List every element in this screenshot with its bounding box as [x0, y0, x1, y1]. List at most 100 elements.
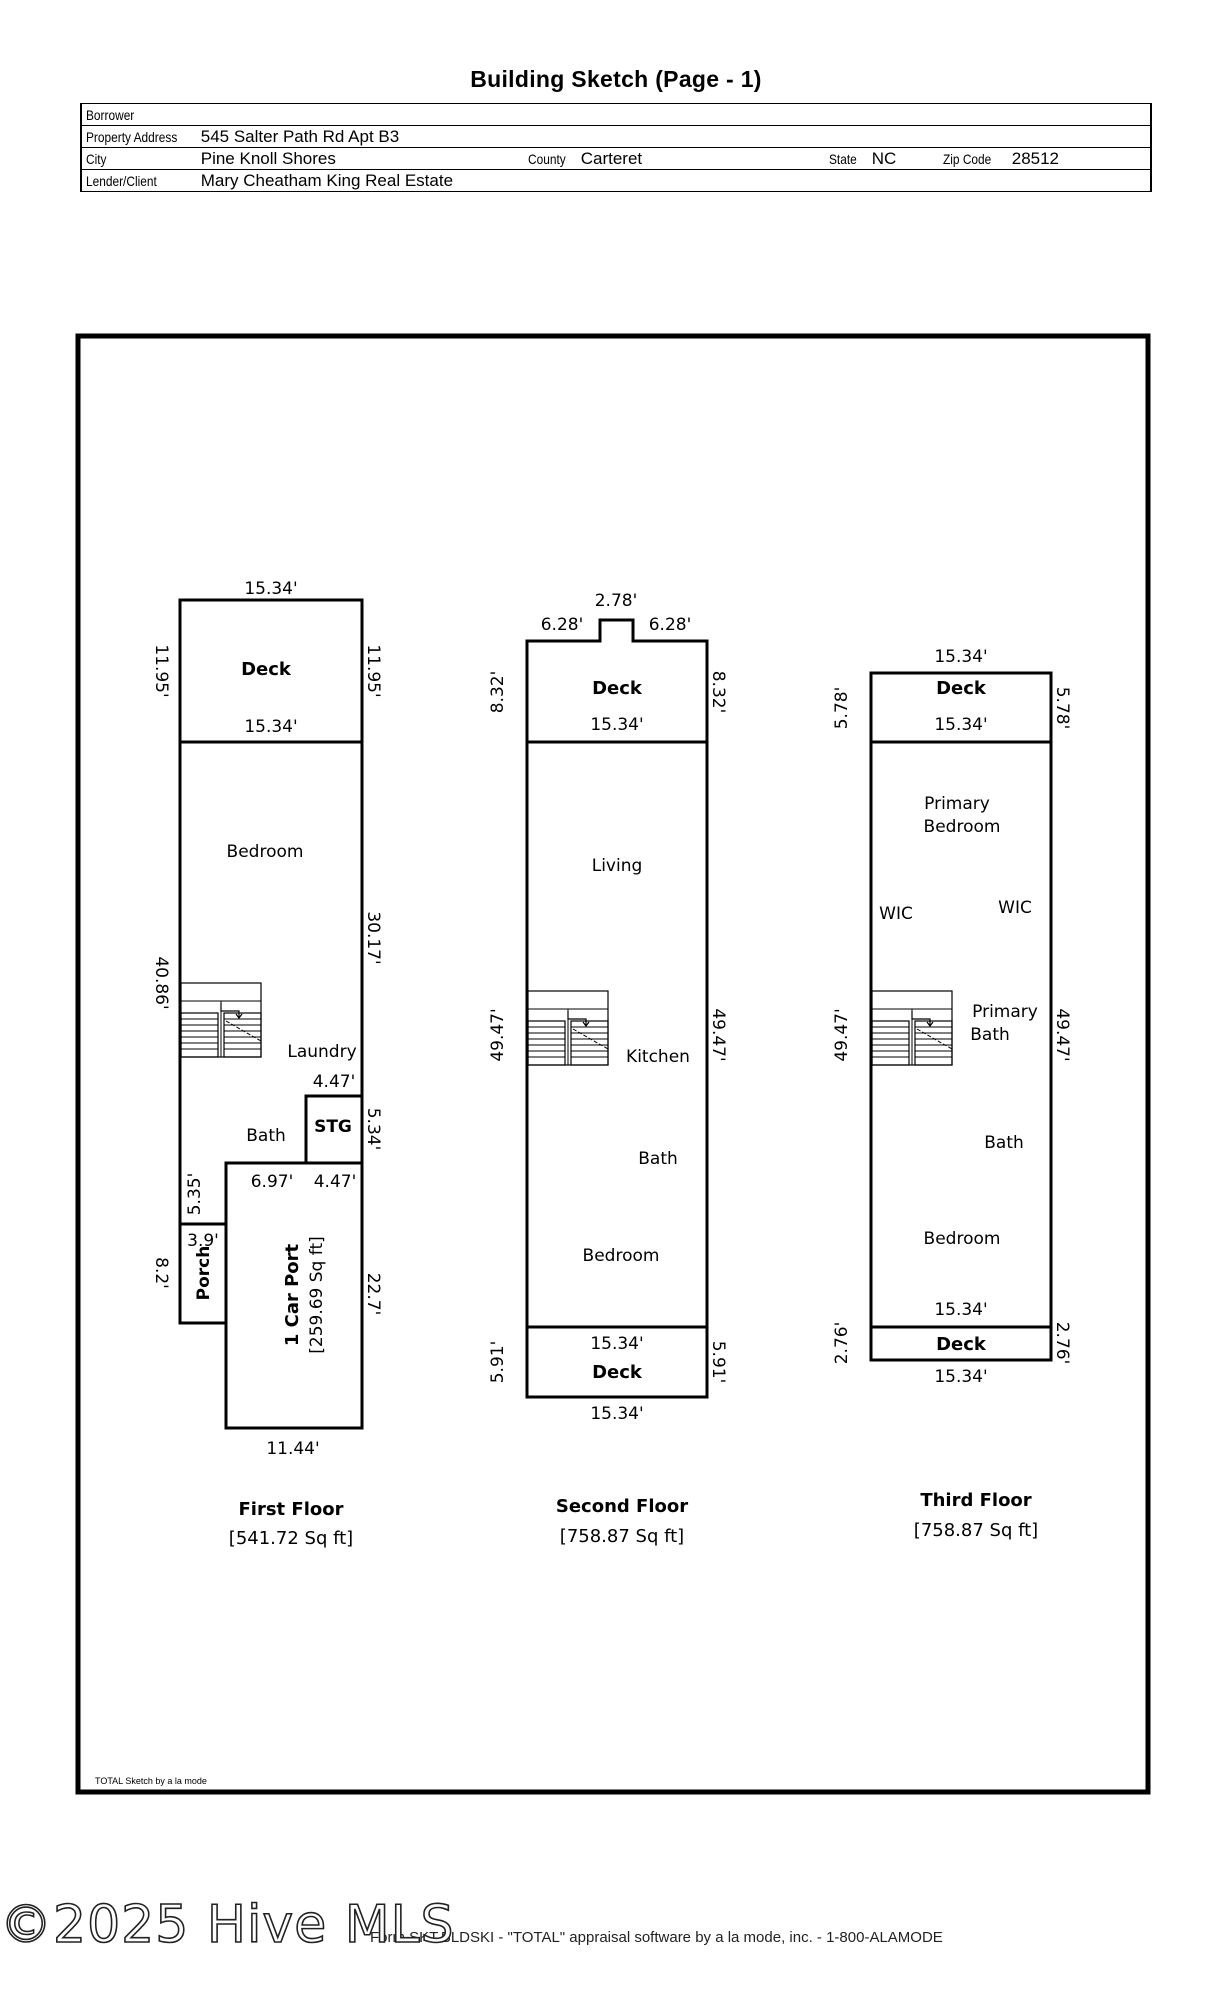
sketch-frame	[75, 333, 1151, 1795]
first-stg-label: STG	[314, 1117, 352, 1137]
third-dim-bottom: 15.34'	[934, 1367, 987, 1387]
second-deck-top-label: Deck	[592, 678, 643, 699]
second-dim-notch: 2.78'	[595, 591, 638, 611]
first-dim-bath-left: 5.35'	[185, 1173, 205, 1216]
city-row: City Pine Knoll Shores County Carteret S…	[80, 147, 1152, 170]
third-primary-bath-line1: Primary	[972, 1002, 1038, 1022]
first-dim-carport-right: 22.7'	[363, 1273, 383, 1316]
address-value: 545 Salter Path Rd Apt B3	[200, 126, 400, 146]
second-dim-deck-right: 8.32'	[708, 671, 728, 714]
second-dim-main-right: 49.47'	[708, 1008, 728, 1061]
third-primary-bath-line2: Bath	[970, 1025, 1010, 1045]
first-dim-left-long: 40.86'	[151, 956, 171, 1009]
second-bedroom-label: Bedroom	[583, 1246, 660, 1266]
second-bath-label: Bath	[638, 1149, 678, 1169]
first-dim-porch-left: 8.2'	[151, 1257, 171, 1289]
third-dim-deck-left: 5.78'	[832, 687, 852, 730]
third-wic-left-label: WIC	[879, 904, 913, 924]
county-value: Carteret	[580, 148, 643, 168]
borrower-label: Borrower	[86, 106, 135, 123]
third-primary-bedroom-line1: Primary	[924, 794, 990, 814]
first-dim-deck-top: 15.34'	[244, 579, 297, 599]
first-deck-label: Deck	[241, 659, 292, 680]
first-dim-deck-bottom: 15.34'	[244, 717, 297, 737]
sketch-credit: TOTAL Sketch by a la mode	[95, 1776, 207, 1786]
first-dim-porch-top: 3.9'	[187, 1231, 219, 1251]
address-row: Property Address 545 Salter Path Rd Apt …	[80, 125, 1152, 148]
first-dim-laundry: 4.47'	[313, 1072, 356, 1092]
watermark: ©2025 Hive MLS	[0, 1894, 455, 1956]
second-dim-main-left: 49.47'	[488, 1008, 508, 1061]
city-label: City	[86, 150, 107, 167]
first-floor-stairs	[180, 982, 262, 1058]
third-floor-stairs	[871, 990, 953, 1066]
third-dim-deck-right: 5.78'	[1052, 687, 1072, 730]
first-laundry-label: Laundry	[287, 1042, 356, 1062]
first-floor-area: [541.72 Sq ft]	[229, 1528, 353, 1549]
third-floor: Deck Primary Bedroom WIC WIC Primary Bat…	[832, 647, 1072, 1541]
first-dim-deck-left: 11.95'	[151, 644, 171, 697]
zip-value: 28512	[1011, 148, 1060, 168]
first-dim-carport-top-left: 6.97'	[251, 1172, 294, 1192]
first-bath-label: Bath	[246, 1126, 286, 1146]
third-dim-deck-mid: 15.34'	[934, 715, 987, 735]
second-floor-top-deck	[525, 618, 709, 742]
second-living-label: Living	[592, 856, 643, 876]
second-dim-top-left: 6.28'	[541, 615, 584, 635]
page-title: Building Sketch (Page - 1)	[470, 66, 762, 92]
second-dim-deck-left: 8.32'	[488, 671, 508, 714]
third-dim-main-left: 49.47'	[832, 1008, 852, 1061]
first-floor-deck	[178, 598, 364, 744]
third-dim-bottom-deck-top: 15.34'	[934, 1300, 987, 1320]
second-kitchen-label: Kitchen	[626, 1047, 690, 1067]
first-dim-carport-bottom: 11.44'	[266, 1439, 319, 1459]
first-dim-right-long: 30.17'	[363, 911, 383, 964]
first-carport-label: 1 Car Port	[282, 1243, 303, 1346]
property-info-table: Borrower Property Address 545 Salter Pat…	[80, 103, 1152, 192]
second-dim-deck-mid: 15.34'	[590, 715, 643, 735]
city-value: Pine Knoll Shores	[200, 148, 336, 168]
first-dim-stg-right: 5.34'	[363, 1108, 383, 1151]
second-dim-bottom-deck-right: 5.91'	[708, 1341, 728, 1384]
lender-row: Lender/Client Mary Cheatham King Real Es…	[80, 169, 1152, 192]
first-floor-name: First Floor	[238, 1499, 343, 1520]
second-floor-main	[525, 740, 709, 1329]
third-wic-right-label: WIC	[998, 898, 1032, 918]
third-dim-main-right: 49.47'	[1052, 1008, 1072, 1061]
first-dim-deck-right: 11.95'	[363, 644, 383, 697]
county-label: County	[528, 150, 566, 167]
third-bedroom-label: Bedroom	[924, 1229, 1001, 1249]
first-floor-carport	[224, 1161, 364, 1430]
third-dim-top: 15.34'	[934, 647, 987, 667]
third-deck-top-label: Deck	[936, 678, 987, 699]
second-floor: Deck Living Kitchen Bath Bedroom Deck 2.…	[488, 591, 728, 1547]
second-dim-bottom-deck-top: 15.34'	[590, 1334, 643, 1354]
lender-label: Lender/Client	[86, 172, 157, 189]
state-label: State	[829, 150, 857, 167]
first-floor: Deck Bedroom Laundry STG Bath Porch 1 Ca…	[151, 579, 383, 1549]
first-dim-carport-top-right: 4.47'	[314, 1172, 357, 1192]
lender-value: Mary Cheatham King Real Estate	[200, 170, 454, 190]
second-dim-top-right: 6.28'	[649, 615, 692, 635]
first-bedroom-label: Bedroom	[227, 842, 304, 862]
third-bath-label: Bath	[984, 1133, 1024, 1153]
second-floor-stairs	[527, 990, 609, 1066]
second-dim-bottom: 15.34'	[590, 1404, 643, 1424]
first-porch-label: Porch	[194, 1246, 214, 1301]
second-floor-bottom-deck	[525, 1325, 709, 1399]
third-floor-area: [758.87 Sq ft]	[914, 1520, 1038, 1541]
address-label: Property Address	[86, 128, 178, 145]
first-carport-area: [259.69 Sq ft]	[307, 1236, 327, 1354]
zip-label: Zip Code	[943, 150, 992, 167]
third-dim-bottom-deck-left: 2.76'	[832, 1322, 852, 1365]
second-deck-bottom-label: Deck	[592, 1362, 643, 1383]
state-value: NC	[871, 148, 897, 168]
third-primary-bedroom-line2: Bedroom	[924, 817, 1001, 837]
third-floor-bottom-deck	[869, 1325, 1053, 1362]
third-floor-name: Third Floor	[920, 1490, 1031, 1511]
second-floor-area: [758.87 Sq ft]	[560, 1526, 684, 1547]
second-floor-name: Second Floor	[556, 1496, 688, 1517]
third-deck-bottom-label: Deck	[936, 1334, 987, 1355]
third-dim-bottom-deck-right: 2.76'	[1052, 1322, 1072, 1365]
